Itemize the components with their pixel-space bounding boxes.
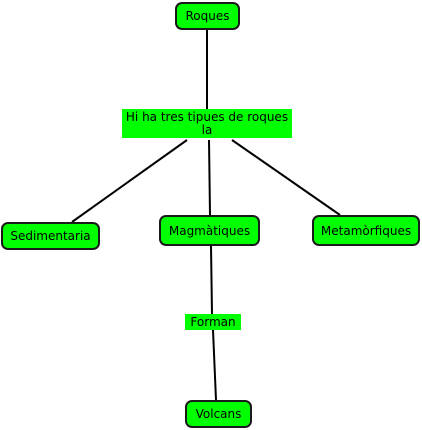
node-volcans[interactable]: Volcans — [185, 400, 252, 428]
node-magmatiques[interactable]: Magmàtiques — [159, 215, 260, 246]
edge-types-to-metamorfiques — [231, 139, 341, 216]
node-sedimentaria[interactable]: Sedimentaria — [1, 222, 100, 250]
node-metamorfiques[interactable]: Metamòrfiques — [312, 215, 420, 246]
edge-forman-to-volcans — [212, 329, 217, 401]
edge-types-to-magmatiques — [208, 139, 211, 216]
edge-magmatiques-to-forman — [210, 245, 213, 315]
node-roques[interactable]: Roques — [175, 2, 240, 30]
link-label-tres-tipus[interactable]: Hi ha tres tipues de roques la — [122, 109, 292, 138]
edge-types-to-sedimentaria — [71, 139, 188, 223]
link-label-forman[interactable]: Forman — [185, 314, 241, 330]
